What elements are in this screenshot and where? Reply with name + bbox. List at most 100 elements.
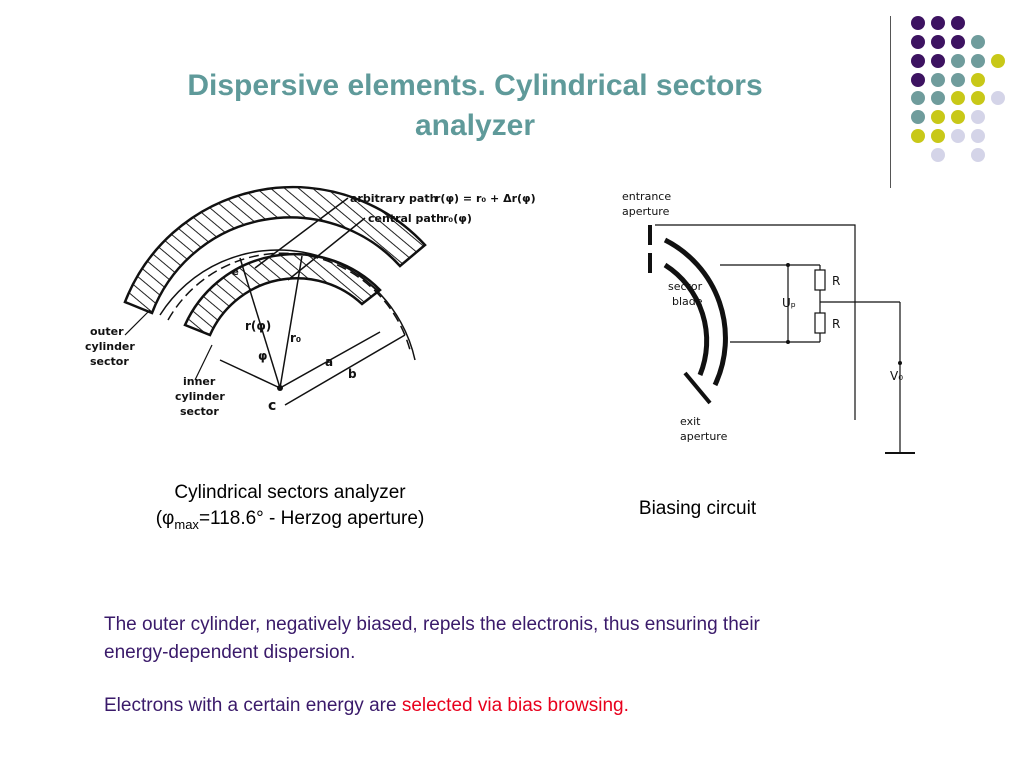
decorative-dot xyxy=(971,148,985,162)
baseline xyxy=(219,359,281,389)
label-c: c xyxy=(268,398,276,414)
resistor-1 xyxy=(814,269,826,291)
decorative-dot xyxy=(951,54,965,68)
decorative-dot xyxy=(971,35,985,49)
radius-r-phi xyxy=(239,257,281,389)
caption-left-line1: Cylindrical sectors analyzer xyxy=(174,482,406,503)
decorative-dot xyxy=(931,148,945,162)
node-v0 xyxy=(898,361,902,365)
label-entrance-2: aperture xyxy=(622,205,670,218)
label-up: Uₚ xyxy=(782,296,796,310)
outer-cylinder-sector xyxy=(123,185,427,315)
decorative-dot xyxy=(951,73,965,87)
decorative-dot xyxy=(951,129,965,143)
label-inner-1: inner xyxy=(183,375,216,388)
label-outer-2: cylinder xyxy=(85,340,135,353)
label-sector-1: sector xyxy=(668,280,703,293)
slide-title-line2: analyzer xyxy=(414,109,536,142)
caption-phi-subscript: max xyxy=(174,516,199,532)
caption-left: Cylindrical sectors analyzer (φmax=118.6… xyxy=(120,480,460,538)
decorative-dot xyxy=(911,16,925,30)
caption-phi-symbol: φ xyxy=(162,508,175,529)
central-path-arc xyxy=(167,252,411,351)
leader-inner xyxy=(194,344,213,381)
decorative-dot xyxy=(951,91,965,105)
leader-arbitrary xyxy=(254,197,349,269)
decorative-dot xyxy=(951,110,965,124)
label-e: e xyxy=(232,267,239,278)
caption-rest: =118.6° - Herzog aperture) xyxy=(198,508,425,529)
decorative-dot xyxy=(951,35,965,49)
decorative-dot xyxy=(931,54,945,68)
decorative-dot xyxy=(991,54,1005,68)
decorative-dot xyxy=(911,91,925,105)
biasing-circuit-diagram: entrance aperture sector blade Uₚ R R V₀… xyxy=(622,190,915,454)
label-inner-2: cylinder xyxy=(175,390,225,403)
label-r1: R xyxy=(832,274,840,288)
paragraph-dispersion-line2: energy-dependent dispersion. xyxy=(104,642,356,663)
cylindrical-analyzer-diagram: arbitrary path r(φ) = r₀ + Δr(φ) central… xyxy=(85,185,536,418)
label-outer-1: outer xyxy=(90,325,124,338)
label-central-formula: r₀(φ) xyxy=(443,212,472,225)
inner-cylinder-sector xyxy=(183,252,382,337)
decorative-dot xyxy=(971,110,985,124)
decorative-dot xyxy=(971,54,985,68)
sector-blade-inner xyxy=(663,262,710,376)
paragraph-selection-plain: Electrons with a certain energy are xyxy=(104,695,402,716)
radius-r0 xyxy=(279,255,303,389)
caption-left-line2: (φmax=118.6° - Herzog aperture) xyxy=(120,506,460,538)
caption-open-paren: ( xyxy=(155,508,163,529)
slide-title: Dispersive elements. Cylindrical sectors… xyxy=(120,66,830,146)
label-arbitrary-path: arbitrary path xyxy=(350,192,437,205)
paragraph-selection: Electrons with a certain energy are sele… xyxy=(104,692,904,720)
wire-top xyxy=(655,224,856,420)
radius-a xyxy=(279,331,381,389)
label-r0: r₀ xyxy=(290,331,301,345)
leader-central xyxy=(287,217,366,281)
label-v0: V₀ xyxy=(890,369,903,383)
decorative-dot-grid xyxy=(911,16,1005,162)
slide-title-line1: Dispersive elements. Cylindrical sectors xyxy=(187,69,763,102)
label-entrance-1: entrance xyxy=(622,190,671,203)
decorative-dot xyxy=(931,129,945,143)
decorative-divider-line xyxy=(890,16,891,188)
label-central-path: central path xyxy=(368,212,444,225)
exit-aperture-plate xyxy=(683,371,712,405)
caption-right: Biasing circuit xyxy=(638,498,757,519)
radius-b xyxy=(284,334,406,406)
label-phi: φ xyxy=(258,349,267,363)
label-b: b xyxy=(348,367,357,381)
resistor-2 xyxy=(814,312,826,334)
label-r-phi: r(φ) xyxy=(245,319,271,333)
decorative-dot xyxy=(931,110,945,124)
decorative-dot xyxy=(991,91,1005,105)
decorative-dot xyxy=(971,129,985,143)
label-r2: R xyxy=(832,317,840,331)
label-arbitrary-formula: r(φ) = r₀ + Δr(φ) xyxy=(435,192,536,205)
decorative-dot xyxy=(911,73,925,87)
label-outer-3: sector xyxy=(90,355,129,368)
decorative-dot xyxy=(911,54,925,68)
decorative-dot xyxy=(931,91,945,105)
decorative-dot xyxy=(931,73,945,87)
label-a: a xyxy=(325,355,333,369)
paragraph-dispersion: The outer cylinder, negatively biased, r… xyxy=(104,611,904,667)
node-top xyxy=(786,263,790,267)
decorative-dot xyxy=(931,35,945,49)
decorative-dot xyxy=(951,16,965,30)
decorative-dot xyxy=(911,129,925,143)
leader-outer xyxy=(124,309,151,336)
paragraph-dispersion-line1: The outer cylinder, negatively biased, r… xyxy=(104,614,760,635)
label-inner-3: sector xyxy=(180,405,219,418)
label-exit-2: aperture xyxy=(680,430,728,443)
paragraph-selection-highlight: selected via bias browsing. xyxy=(401,695,629,716)
decorative-dot xyxy=(911,35,925,49)
node-bottom xyxy=(786,340,790,344)
label-sector-2: blade xyxy=(672,295,703,308)
decorative-dot xyxy=(931,16,945,30)
arbitrary-path-arc xyxy=(159,249,416,361)
label-exit-1: exit xyxy=(680,415,701,428)
decorative-dot xyxy=(971,91,985,105)
center-point xyxy=(277,385,283,391)
sector-blade-outer xyxy=(663,237,728,387)
